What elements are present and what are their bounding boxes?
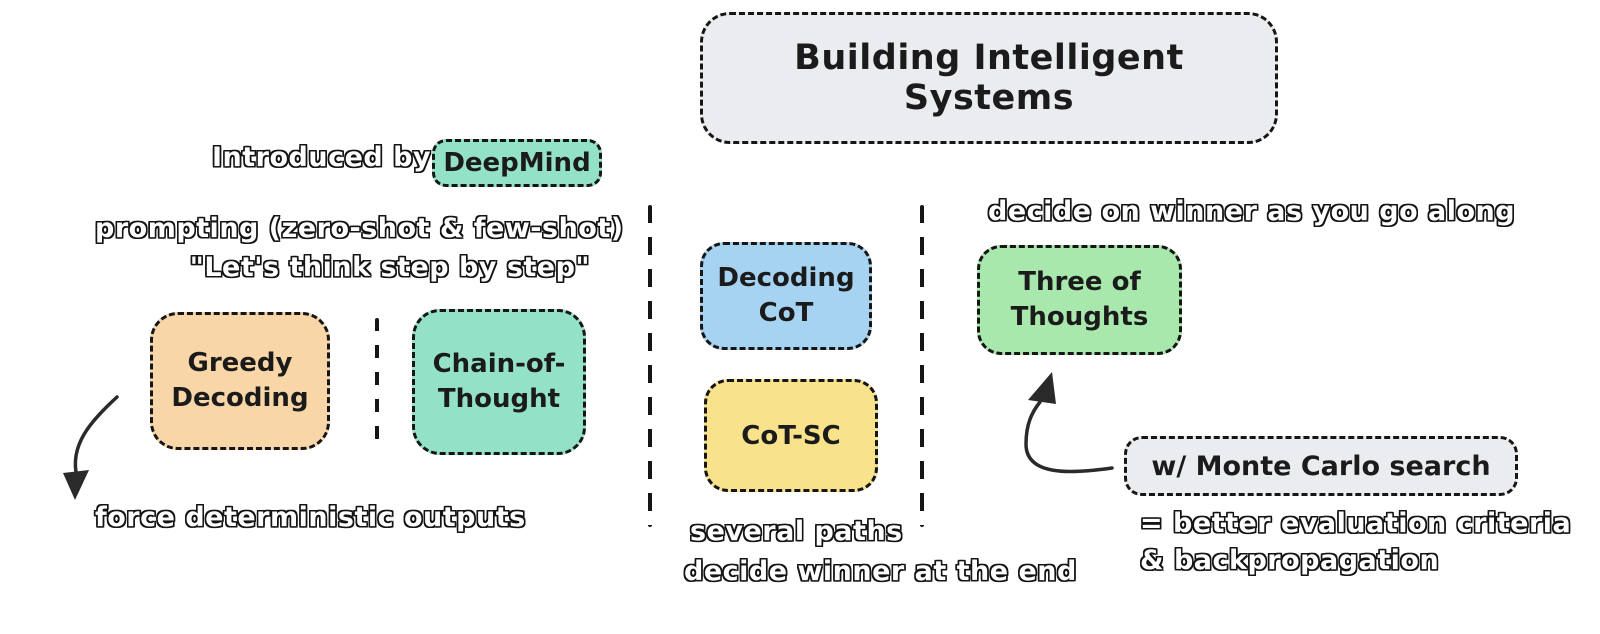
curved-arrow-up-icon bbox=[1024, 372, 1114, 474]
divider-middle-left bbox=[648, 205, 652, 527]
several-paths-note: several paths bbox=[690, 516, 903, 547]
chain-of-thought-box: Chain-of- Thought bbox=[412, 309, 586, 455]
chain-box-line1: Chain-of- bbox=[432, 348, 566, 379]
tot-box-line2: Thoughts bbox=[1010, 302, 1149, 332]
title-box: Building Intelligent Systems bbox=[700, 12, 1278, 144]
force-deterministic-note: force deterministic outputs bbox=[95, 502, 526, 533]
curved-arrow-down-left-icon bbox=[63, 395, 119, 500]
tot-box-line1: Three of bbox=[1018, 266, 1141, 297]
better-evaluation-note: = better evaluation criteria bbox=[1140, 508, 1572, 539]
cot-sc-box-label: CoT-SC bbox=[741, 420, 841, 451]
prompting-note: prompting (zero-shot & few-shot) bbox=[95, 213, 624, 244]
divider-greedy-vs-cot bbox=[375, 318, 379, 440]
monte-carlo-box: w/ Monte Carlo search bbox=[1124, 436, 1518, 496]
quote-note: "Let's think step by step" bbox=[189, 252, 590, 283]
greedy-box-line1: Greedy bbox=[187, 347, 293, 378]
three-of-thoughts-box: Three of Thoughts bbox=[977, 245, 1182, 355]
monte-carlo-box-label: w/ Monte Carlo search bbox=[1151, 450, 1491, 482]
chain-box-line2: Thought bbox=[437, 384, 561, 414]
decide-winner-end-note: decide winner at the end bbox=[684, 556, 1077, 587]
backpropagation-note: & backpropagation bbox=[1140, 545, 1440, 576]
introduced-by-label: Introduced by bbox=[212, 142, 432, 173]
decoding-cot-line1: Decoding bbox=[717, 262, 855, 293]
page-title: Building Intelligent Systems bbox=[794, 38, 1184, 118]
deepmind-box-label: DeepMind bbox=[443, 148, 591, 178]
greedy-box-line2: Decoding bbox=[171, 383, 309, 413]
greedy-decoding-box: Greedy Decoding bbox=[150, 312, 330, 450]
deepmind-box: DeepMind bbox=[432, 139, 602, 187]
decide-go-along-note: decide on winner as you go along bbox=[988, 196, 1516, 227]
divider-middle-right bbox=[920, 205, 924, 527]
cot-sc-box: CoT-SC bbox=[704, 379, 878, 492]
decoding-cot-box: Decoding CoT bbox=[700, 242, 872, 350]
decoding-cot-line2: CoT bbox=[758, 298, 814, 328]
